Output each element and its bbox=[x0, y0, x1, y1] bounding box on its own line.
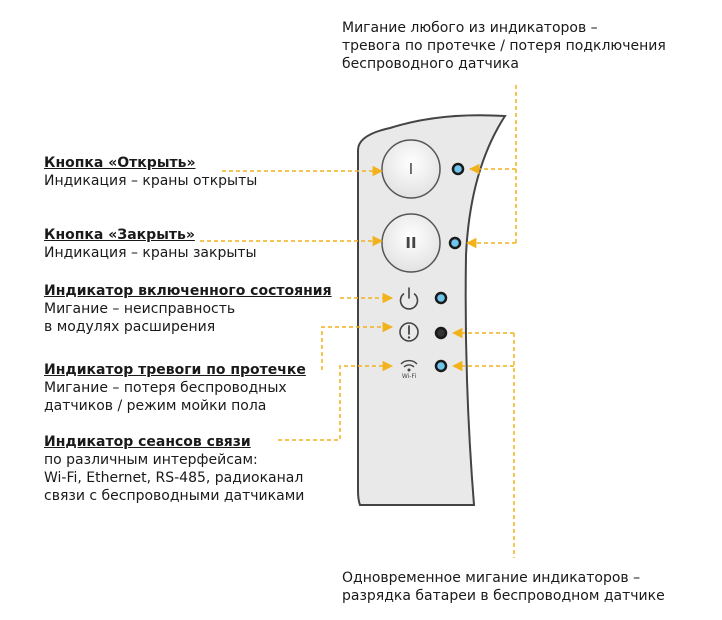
label-close: Кнопка «Закрыть» Индикация – краны закры… bbox=[44, 226, 257, 262]
power-icon bbox=[399, 287, 419, 310]
leader-leak bbox=[321, 321, 394, 370]
led-close bbox=[448, 236, 462, 250]
label-power-desc: Мигание – неисправность bbox=[44, 301, 236, 317]
device-panel bbox=[357, 114, 507, 506]
label-power-title: Индикатор включенного состояния bbox=[44, 283, 332, 299]
led-power bbox=[434, 291, 448, 305]
label-leak-desc: Мигание – потеря беспроводных bbox=[44, 380, 287, 396]
label-power-desc: в модулях расширения bbox=[44, 319, 216, 335]
wifi-label: Wi-Fi bbox=[402, 373, 417, 380]
note-top-line: беспроводного датчика bbox=[342, 56, 519, 72]
note-bottom-line: Одновременное мигание индикаторов – bbox=[342, 570, 641, 586]
note-bottom-line: разрядка батареи в беспроводном датчике bbox=[342, 588, 665, 604]
led-comm bbox=[434, 359, 448, 373]
label-close-title: Кнопка «Закрыть» bbox=[44, 227, 195, 243]
wifi-icon: Wi-Fi bbox=[400, 359, 418, 380]
open-button[interactable]: I bbox=[381, 139, 441, 199]
note-top-line: Мигание любого из индикаторов – bbox=[342, 20, 598, 36]
note-bottom: Одновременное мигание индикаторов – разр… bbox=[342, 569, 665, 605]
led-leak bbox=[434, 326, 448, 340]
bracket-lines bbox=[451, 85, 517, 558]
open-button-symbol: I bbox=[409, 160, 413, 178]
label-comm-desc: Wi-Fi, Ethernet, RS-485, радиоканал bbox=[44, 470, 304, 486]
label-leak: Индикатор тревоги по протечке Мигание – … bbox=[44, 361, 306, 415]
label-open-desc: Индикация – краны открыты bbox=[44, 173, 258, 189]
close-button-symbol: II bbox=[405, 234, 416, 252]
alert-icon bbox=[399, 322, 419, 342]
leader-comm bbox=[278, 360, 394, 441]
label-open-title: Кнопка «Открыть» bbox=[44, 155, 196, 171]
close-button[interactable]: II bbox=[381, 213, 441, 273]
note-top: Мигание любого из индикаторов – тревога … bbox=[342, 19, 666, 73]
led-open bbox=[451, 162, 465, 176]
label-comm-title: Индикатор сеансов связи bbox=[44, 434, 251, 450]
label-comm: Индикатор сеансов связи по различным инт… bbox=[44, 433, 304, 505]
label-leak-title: Индикатор тревоги по протечке bbox=[44, 362, 306, 378]
label-comm-desc: по различным интерфейсам: bbox=[44, 452, 258, 468]
label-open: Кнопка «Открыть» Индикация – краны откры… bbox=[44, 154, 257, 190]
label-close-desc: Индикация – краны закрыты bbox=[44, 245, 257, 261]
label-leak-desc: датчиков / режим мойки пола bbox=[44, 398, 267, 414]
label-power: Индикатор включенного состояния Мигание … bbox=[44, 282, 332, 336]
leader-lines bbox=[200, 165, 394, 441]
label-comm-desc: связи с беспроводными датчиками bbox=[44, 488, 305, 504]
note-top-line: тревога по протечке / потеря подключения bbox=[342, 38, 666, 54]
